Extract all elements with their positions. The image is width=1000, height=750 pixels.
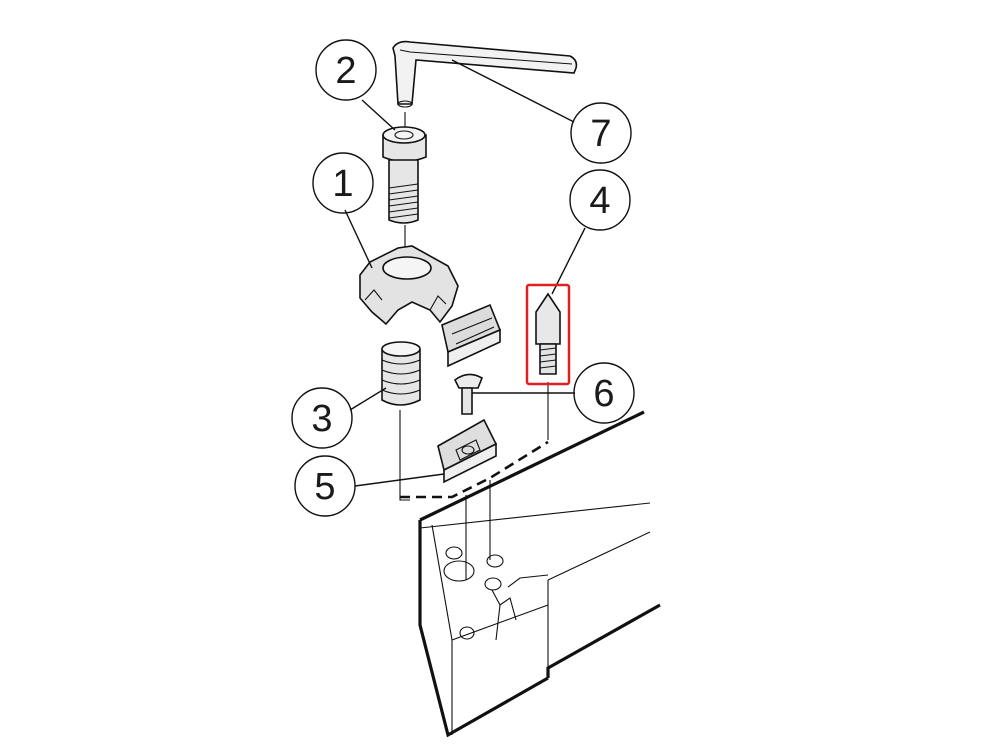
insert-screw: [453, 373, 484, 415]
selection-highlight-box[interactable]: [525, 283, 571, 386]
callout-1: 1: [312, 152, 374, 214]
callout-circle: [569, 169, 631, 231]
cutting-insert: [441, 303, 502, 368]
callout-2: 2: [315, 39, 377, 101]
spring: [381, 341, 421, 406]
hex-key: [392, 40, 578, 108]
leader-2: [361, 99, 396, 131]
callout-label: 4: [589, 180, 610, 222]
callout-label: 6: [593, 373, 614, 415]
leader-lines: [344, 59, 586, 487]
callout-4: 4: [569, 169, 631, 231]
leader-5: [354, 473, 445, 487]
callout-circle: [570, 102, 632, 164]
callout-circle: [291, 387, 353, 449]
callout-label: 5: [314, 466, 335, 508]
hole-3: [443, 560, 475, 582]
callout-5: 5: [294, 455, 356, 517]
callout-circle: [294, 455, 356, 517]
cap-screw: [382, 126, 427, 224]
leader-7: [451, 59, 575, 123]
callout-circle: [573, 362, 635, 424]
shim: [437, 418, 498, 484]
leader-1: [344, 209, 373, 269]
hole-2: [486, 554, 504, 568]
leader-3: [349, 387, 387, 411]
tool-holder-body: [418, 410, 661, 738]
shim-pin: [535, 292, 561, 375]
callout-circle: [312, 152, 374, 214]
hole-5: [459, 626, 475, 640]
callout-label: 2: [335, 50, 356, 92]
clamp: [359, 245, 459, 326]
callout-7: 7: [570, 102, 632, 164]
callout-circle: [315, 39, 377, 101]
leader-4: [551, 227, 586, 295]
callout-label: 1: [332, 163, 353, 205]
callout-6: 6: [573, 362, 635, 424]
callout-label: 7: [590, 113, 611, 155]
callout-label: 3: [311, 398, 332, 440]
hole-4: [484, 577, 502, 591]
hole-1: [445, 546, 463, 560]
callout-3: 3: [291, 387, 353, 449]
